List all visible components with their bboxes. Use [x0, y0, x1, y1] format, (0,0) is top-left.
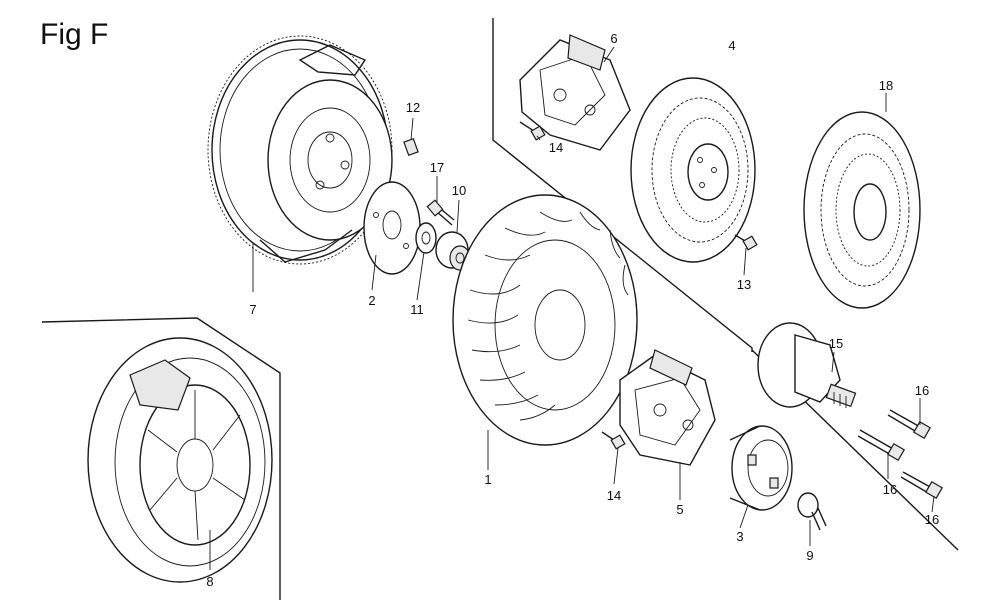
bolt-part-16-upper	[887, 409, 932, 440]
callout-10: 10	[452, 183, 466, 198]
flywheel-part-7	[207, 35, 393, 265]
callout-11: 11	[410, 302, 424, 317]
callout-7: 7	[249, 302, 256, 317]
figure-title: Fig F	[40, 18, 108, 51]
screw-part-13	[734, 234, 758, 251]
nut-part-10	[435, 231, 471, 271]
callout-16-lower: 16	[925, 512, 939, 527]
callout-16-upper: 16	[915, 383, 929, 398]
callout-12: 12	[406, 100, 420, 115]
leader-lines	[209, 46, 935, 570]
callout-15: 15	[829, 336, 843, 351]
callout-2: 2	[368, 293, 375, 308]
bolt-part-16-lower	[900, 471, 944, 500]
coil-base-part-6	[519, 34, 631, 151]
bolt-part-17	[426, 199, 455, 226]
callout-18: 18	[879, 78, 893, 93]
callout-14-lower: 14	[607, 488, 621, 503]
washer-plate-part-2	[363, 181, 421, 275]
bolt-part-9	[797, 492, 827, 531]
callout-17: 17	[430, 160, 444, 175]
key-part-12	[403, 137, 419, 157]
callout-8: 8	[206, 574, 213, 589]
callout-3: 3	[736, 529, 743, 544]
coil-base-part-5	[619, 349, 716, 466]
washer-part-11	[415, 222, 437, 254]
callout-14-upper: 14	[549, 140, 563, 155]
screw-part-14-lower	[601, 431, 626, 450]
cooling-fan-part-1	[452, 194, 638, 446]
screw-part-14-upper	[519, 121, 546, 141]
disc-plate-part-18	[803, 111, 921, 309]
callout-1: 1	[484, 472, 491, 487]
callout-5: 5	[676, 502, 683, 517]
callout-4: 4	[728, 38, 735, 53]
hub-part-15	[757, 322, 857, 408]
starter-cup-part-3	[729, 425, 793, 511]
disc-plate-part-4	[630, 77, 756, 263]
bolt-part-16-middle	[857, 429, 906, 462]
callout-labels: 7 2 11 12 17 10 1 8 6 4 14 13 18 15 16 1…	[206, 31, 939, 589]
callout-9: 9	[806, 548, 813, 563]
starter-pulley-part-8	[87, 337, 273, 583]
callout-6: 6	[610, 31, 617, 46]
callout-13: 13	[737, 277, 751, 292]
callout-16-middle: 16	[883, 482, 897, 497]
